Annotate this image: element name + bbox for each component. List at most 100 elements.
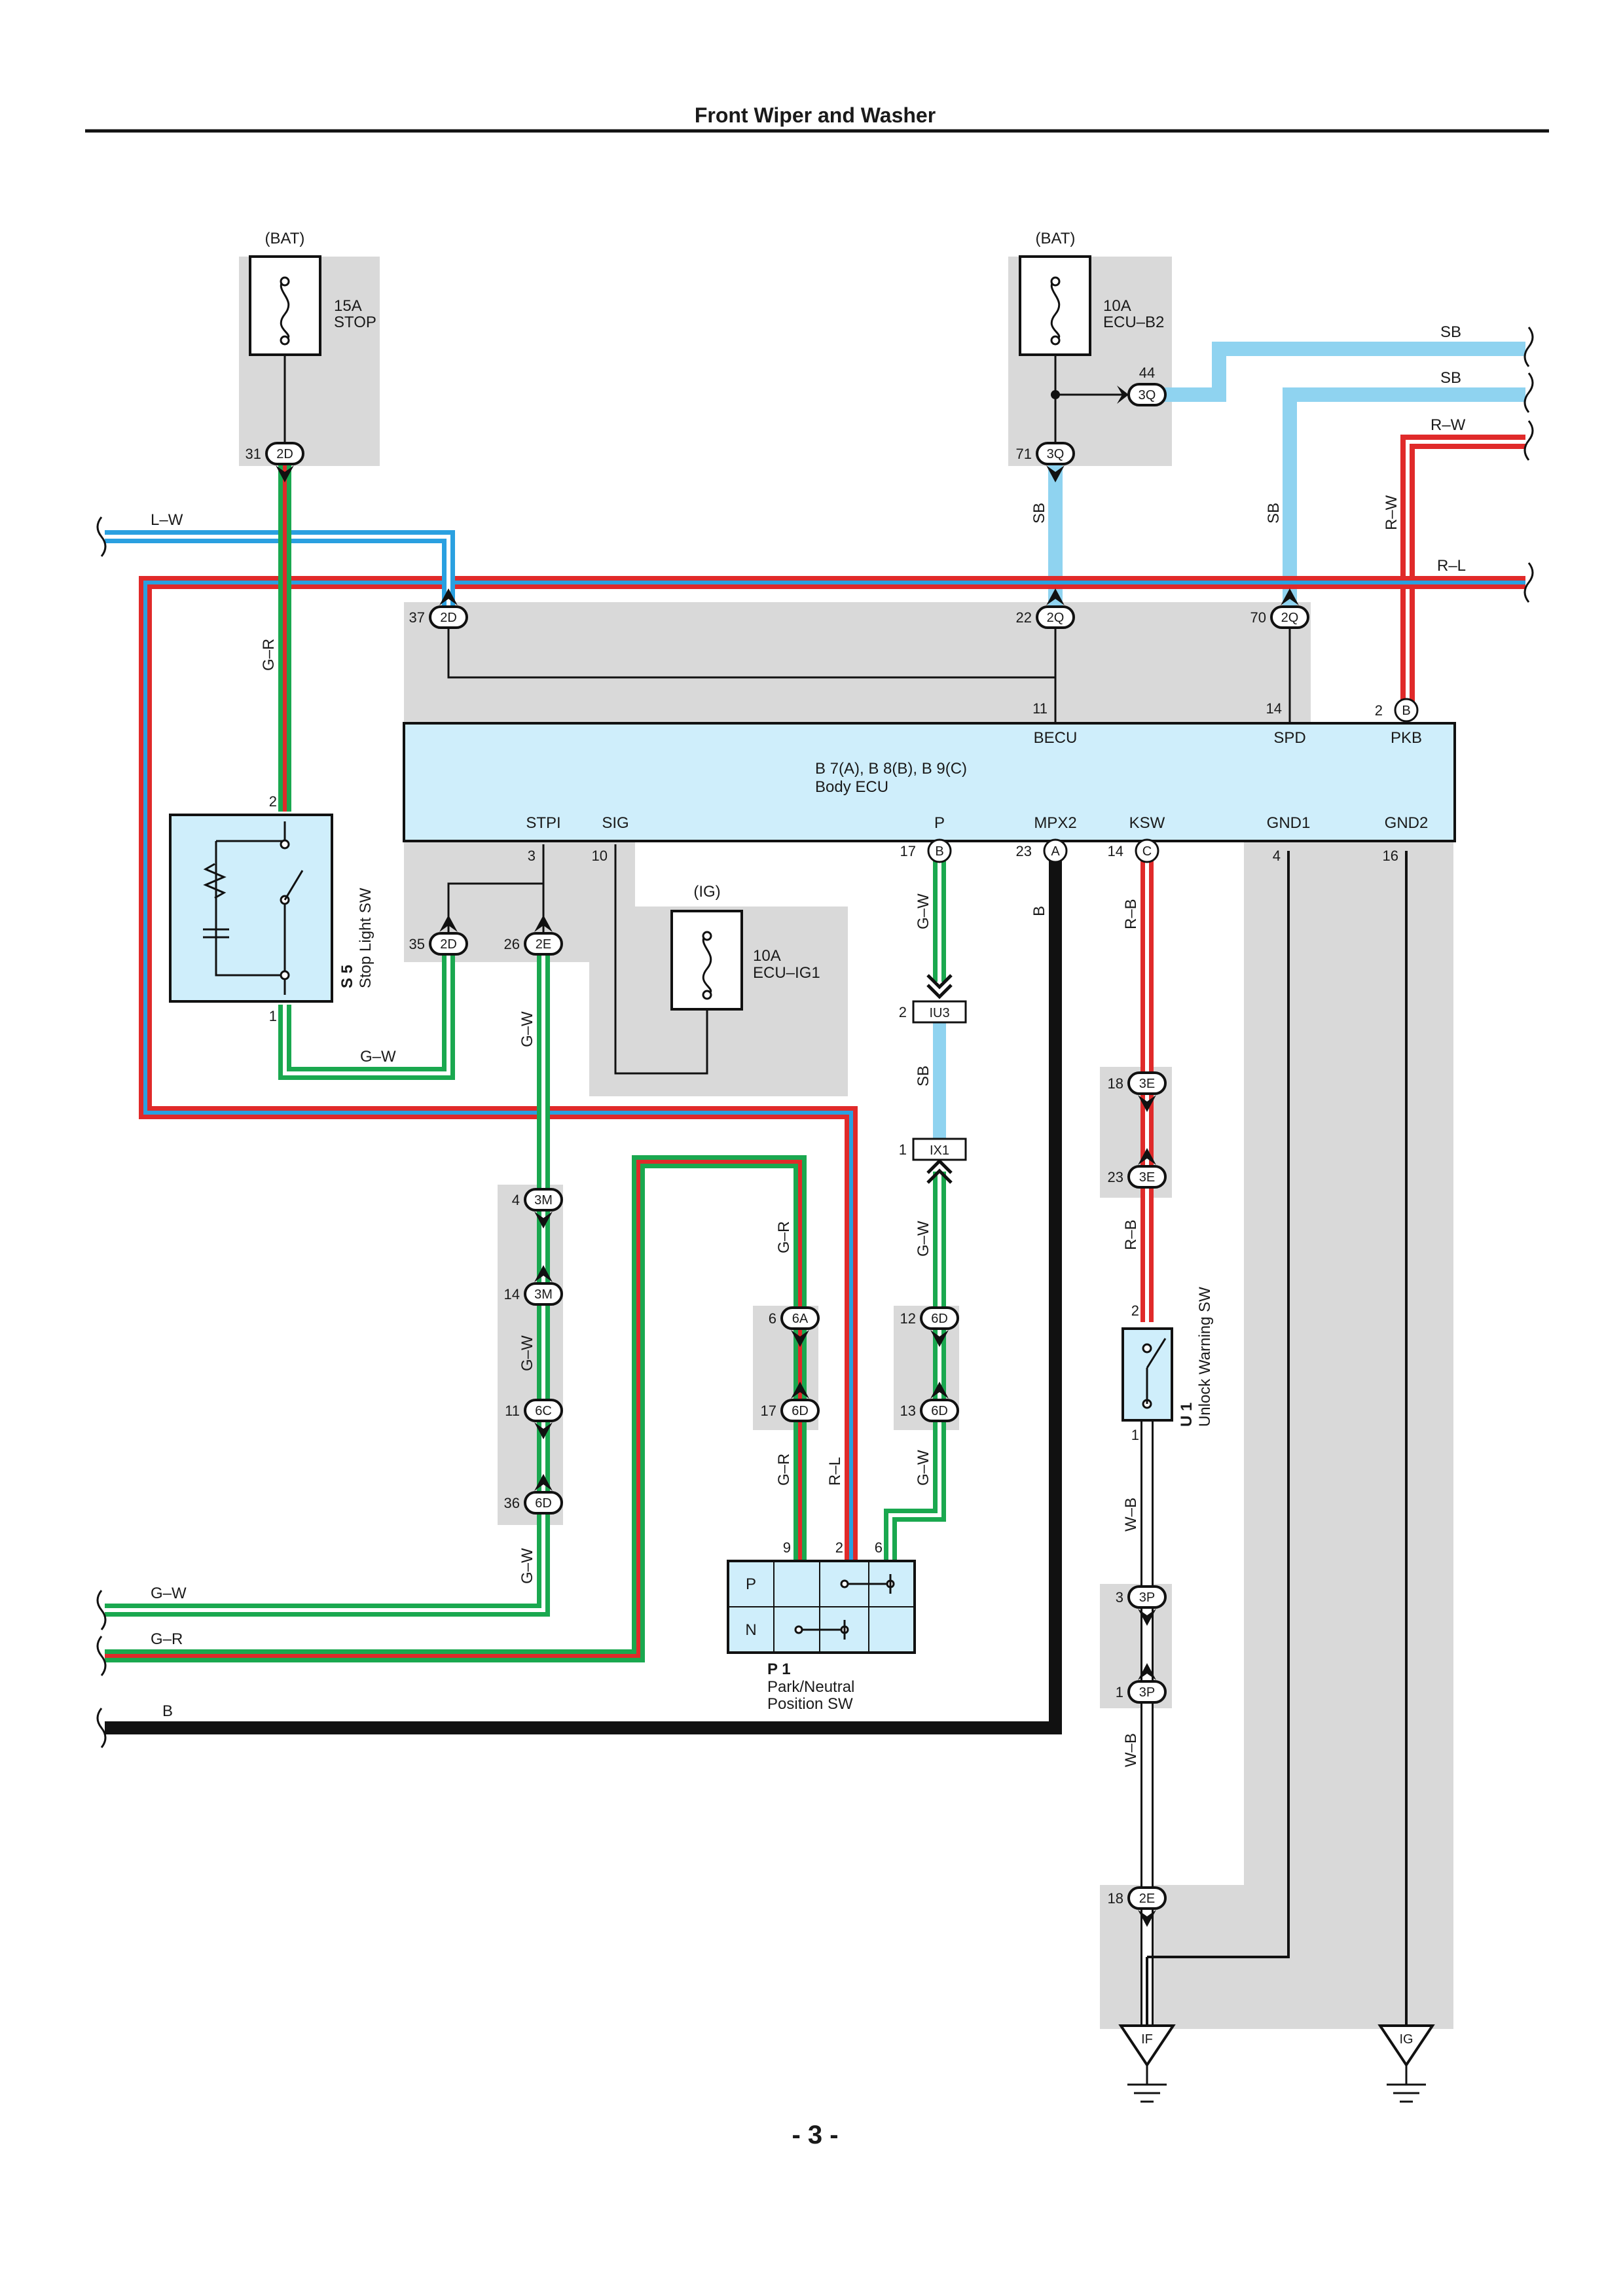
connector-arrow bbox=[1138, 1910, 1156, 1927]
wire-label-gw-v2: G–W bbox=[519, 1335, 536, 1371]
connector-pin: 23 bbox=[1108, 1169, 1123, 1185]
inline-connector-ix1: IX1 1 bbox=[899, 1138, 967, 1184]
fuse-ecu-b2: (BAT) 10A ECU–B2 bbox=[1019, 230, 1164, 399]
wire-lw bbox=[105, 530, 455, 609]
connector-c3m_4: 3M4 bbox=[512, 1188, 563, 1229]
fuse2-name: ECU–B2 bbox=[1103, 314, 1164, 331]
wire-gr-park bbox=[105, 1155, 807, 1662]
bat2-label: (BAT) bbox=[1036, 230, 1076, 247]
connector-label: B bbox=[935, 844, 943, 859]
wire-label-sb2: SB bbox=[1440, 369, 1461, 387]
connector-pin: 14 bbox=[504, 1286, 520, 1302]
connector-pin: 71 bbox=[1016, 446, 1032, 462]
connector-label: 2D bbox=[276, 447, 293, 461]
connector-label: 2E bbox=[536, 937, 551, 952]
connector-arrow bbox=[534, 1422, 553, 1439]
wire-label-sb-v1: SB bbox=[1030, 503, 1048, 524]
wire-label-rb-v1: R–B bbox=[1122, 899, 1140, 929]
connector-pin: 12 bbox=[900, 1310, 916, 1327]
fuse-ecu-ig1: (IG) 10A ECU–IG1 bbox=[670, 883, 820, 1011]
bat1-label: (BAT) bbox=[265, 230, 305, 247]
wire-label-rb-v2: R–B bbox=[1122, 1219, 1140, 1250]
connector-label: 3M bbox=[534, 1287, 553, 1302]
connector-pin: 17 bbox=[900, 843, 916, 859]
connector-pin: 70 bbox=[1250, 609, 1266, 626]
wire-label-rl: R–L bbox=[1437, 557, 1466, 575]
wire-internal-sig bbox=[614, 844, 708, 1075]
wire-label-b-left: B bbox=[162, 1702, 173, 1720]
connector-label: A bbox=[1051, 844, 1060, 859]
wire-label-gw-v3: G–W bbox=[519, 1548, 536, 1584]
ground-if: IF bbox=[1118, 2024, 1176, 2103]
connector-pin: 37 bbox=[409, 609, 425, 626]
connector-pin: 26 bbox=[504, 936, 520, 952]
ix1-label: IX1 bbox=[930, 1143, 949, 1158]
inline-connector-iu3: IU3 2 bbox=[899, 974, 967, 1024]
p1-name1: Park/Neutral bbox=[767, 1678, 854, 1696]
connector-label: 2D bbox=[440, 937, 457, 952]
ig-label: (IG) bbox=[693, 883, 720, 901]
ecu-terminal-gnd1: GND1 bbox=[1267, 814, 1311, 832]
connector-label: 2Q bbox=[1047, 611, 1065, 625]
connector-arrow bbox=[1138, 1148, 1156, 1165]
p1-n-label: N bbox=[745, 1621, 756, 1639]
connector-pin: 44 bbox=[1139, 365, 1155, 381]
s5-pin-2: 2 bbox=[269, 793, 277, 810]
s5-name: Stop Light SW bbox=[357, 888, 374, 988]
connector-label: 2Q bbox=[1281, 611, 1299, 625]
ecu-terminal-mpx2: MPX2 bbox=[1034, 814, 1076, 832]
stop-light-switch: 2 1 S 5 Stop Light SW bbox=[169, 793, 374, 1024]
connector-label: 2E bbox=[1139, 1892, 1155, 1906]
connector-arrow bbox=[791, 1330, 809, 1347]
connector-label: 3Q bbox=[1139, 388, 1156, 403]
connector-arrow bbox=[1138, 1609, 1156, 1626]
u1-code: U 1 bbox=[1178, 1403, 1195, 1427]
wire-label-rw-v: R–W bbox=[1383, 495, 1400, 530]
connector-pin: 3 bbox=[1116, 1589, 1123, 1605]
connector-c6a_6: 6A 6 bbox=[769, 1306, 820, 1347]
connector-arrow bbox=[930, 1382, 949, 1399]
wire-label-gw-v1: G–W bbox=[519, 1011, 536, 1047]
fuse3-rating: 10A bbox=[753, 947, 781, 965]
wire-label-gr-v1: G–R bbox=[260, 639, 278, 671]
wire-label-gr-v3: G–R bbox=[775, 1454, 793, 1486]
p1-pin-9: 9 bbox=[783, 1539, 791, 1556]
diagram-title: Front Wiper and Washer bbox=[695, 103, 936, 127]
connector-pin: 6 bbox=[769, 1310, 776, 1327]
s5-code: S 5 bbox=[338, 965, 356, 988]
u1-pin-1: 1 bbox=[1131, 1427, 1139, 1443]
iu3-label: IU3 bbox=[929, 1006, 949, 1020]
wire-label-gr-v2: G–R bbox=[775, 1221, 793, 1253]
connector-pin: 17 bbox=[761, 1403, 776, 1419]
pin-11: 11 bbox=[1032, 700, 1048, 717]
fuse2-rating: 10A bbox=[1103, 297, 1131, 315]
connector-arrow bbox=[1046, 588, 1065, 605]
pin-16: 16 bbox=[1383, 848, 1398, 864]
ecu-terminal-gnd2: GND2 bbox=[1385, 814, 1429, 832]
wire-gw-2e bbox=[105, 956, 550, 1617]
connector-pin: 11 bbox=[505, 1403, 520, 1419]
connector-pin: 36 bbox=[504, 1495, 520, 1511]
p1-pin-6: 6 bbox=[875, 1539, 883, 1556]
wire-gnd1 bbox=[1147, 851, 1290, 1958]
connector-arrow bbox=[791, 1382, 809, 1399]
connector-label: 6A bbox=[792, 1312, 809, 1326]
connector-label: 3E bbox=[1139, 1077, 1155, 1091]
unlock-warning-switch: 2 1 U 1 Unlock Warning SW bbox=[1122, 1287, 1214, 1443]
iu3-pin: 2 bbox=[899, 1004, 907, 1020]
connector-arrow bbox=[1117, 386, 1129, 404]
wire-rw-pkb bbox=[1400, 435, 1525, 707]
wire-label-wb-v2: W–B bbox=[1122, 1733, 1140, 1767]
fuse-stop: (BAT) 15A STOP bbox=[249, 230, 376, 356]
connector-pin: 35 bbox=[409, 936, 425, 952]
u1-pin-2: 2 bbox=[1131, 1302, 1139, 1319]
wire-label-gr-left: G–R bbox=[151, 1630, 183, 1648]
connector-arrow bbox=[1046, 465, 1065, 482]
wire-label-sb-v2: SB bbox=[1265, 503, 1283, 524]
